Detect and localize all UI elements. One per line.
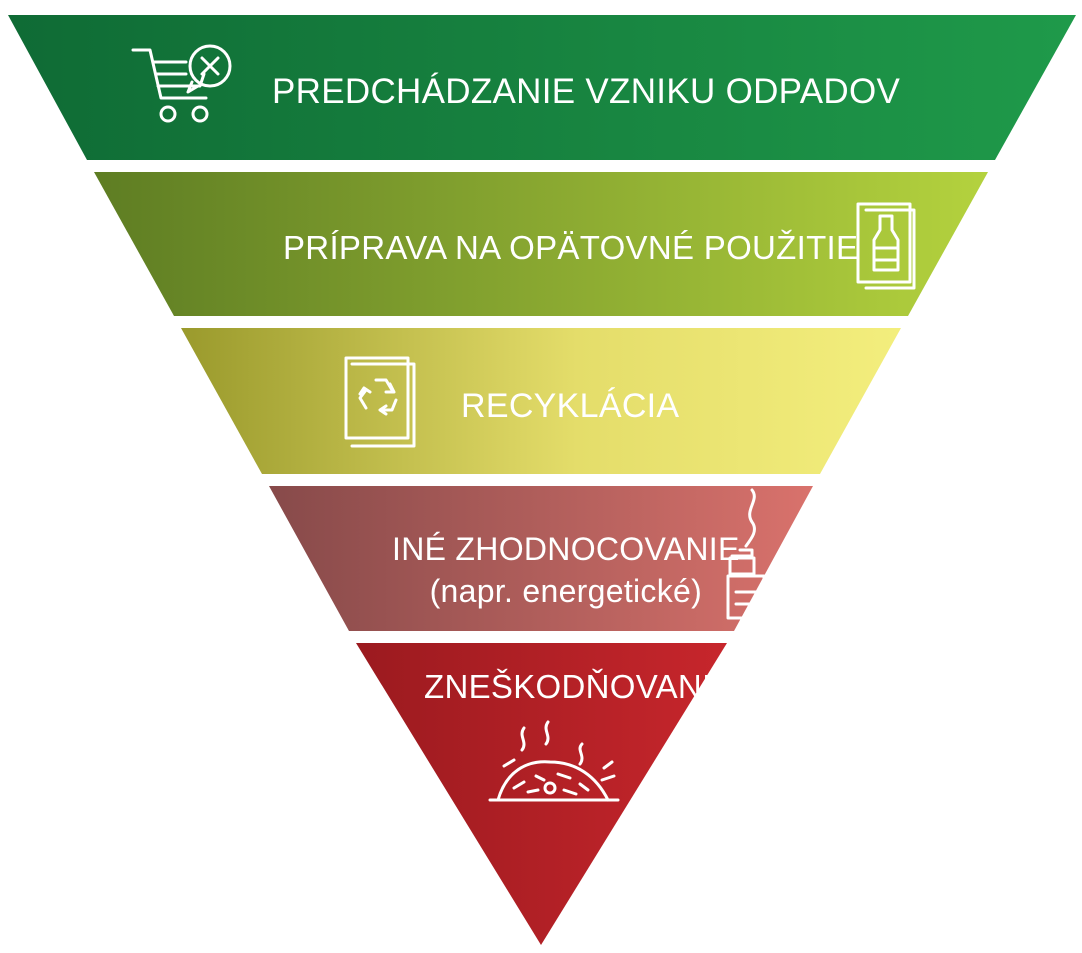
energy-recovery-plant-icon xyxy=(726,488,784,620)
level-5-band xyxy=(356,643,727,945)
level-3-label: RECYKLÁCIA xyxy=(461,387,680,425)
recycle-icon xyxy=(344,356,416,448)
level-4-label-group: INÉ ZHODNOCOVANIE (napr. energetické) xyxy=(392,528,740,612)
level-1-label: PREDCHÁDZANIE VZNIKU ODPADOV xyxy=(272,72,901,111)
level-5-label: ZNEŠKODŇOVANIE xyxy=(424,668,734,705)
bottle-reuse-icon xyxy=(856,202,916,290)
shopping-cart-cancel-icon xyxy=(131,44,232,123)
level-2-band xyxy=(94,172,988,316)
level-4-label: INÉ ZHODNOCOVANIE xyxy=(392,531,740,567)
landfill-icon xyxy=(488,720,620,802)
level-4-band xyxy=(269,486,813,631)
level-4-sublabel: (napr. energetické) xyxy=(429,573,703,609)
level-2-label: PRÍPRAVA NA OPÄTOVNÉ POUŽITIE xyxy=(283,229,859,266)
level-1-band xyxy=(8,15,1076,160)
